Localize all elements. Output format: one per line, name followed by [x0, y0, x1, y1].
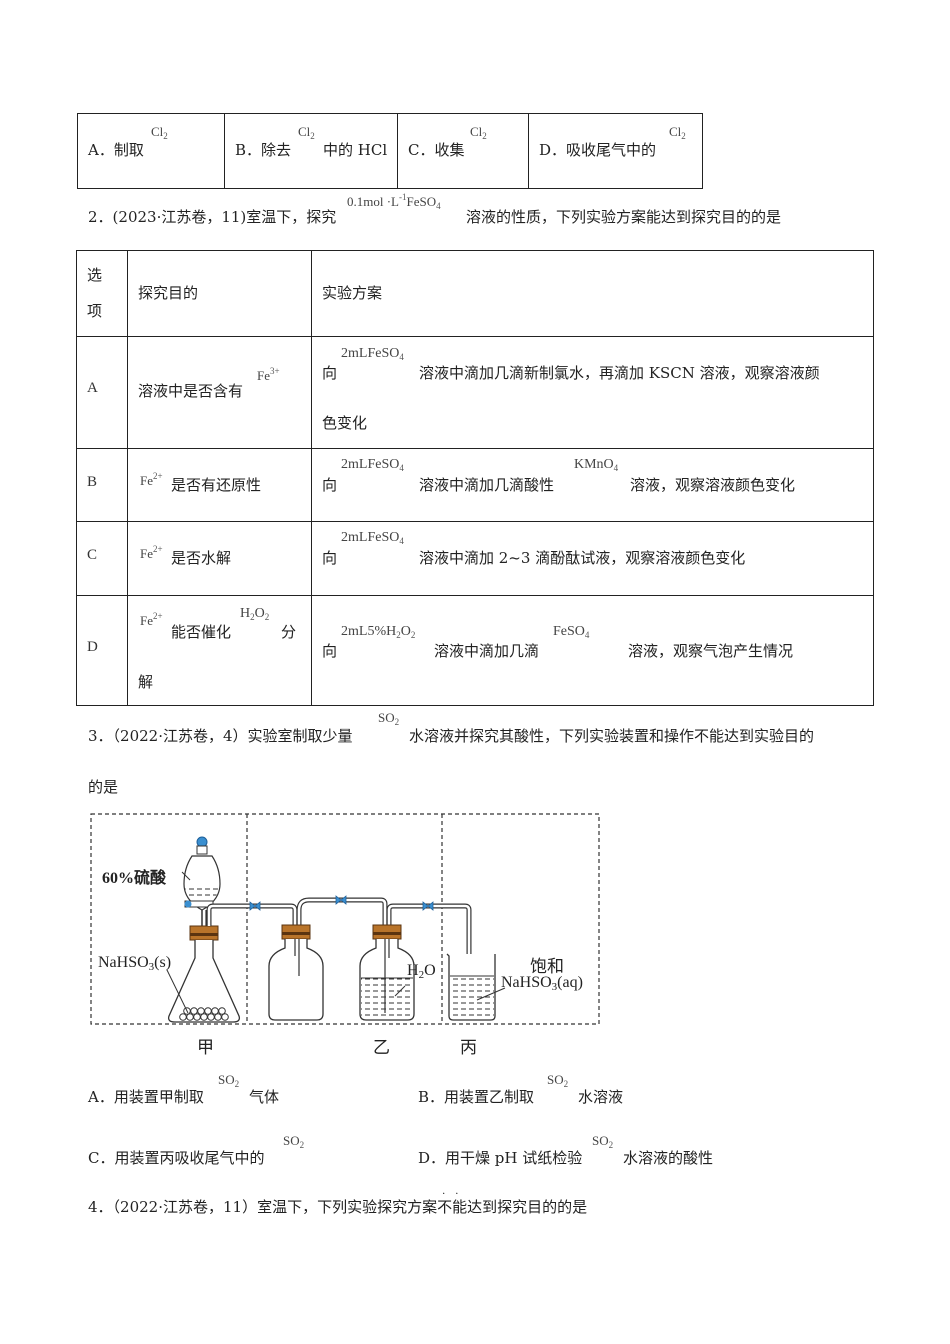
q1-option-c-chem: Cl2	[470, 123, 487, 141]
row-a-plan-text2: 色变化	[322, 413, 368, 432]
q3-option-d-chem: SO2	[592, 1133, 614, 1150]
row-d-plan-text: 溶液中滴加几滴	[434, 641, 540, 660]
row-b-plan-pre: 向	[322, 475, 338, 494]
q1-options-table: A．制取 Cl2 B．除去 Cl2 中的 HCl C．收集 Cl2 D．吸收尾气…	[77, 113, 703, 189]
row-d-plan-chem2: FeSO4	[553, 623, 590, 640]
q3-tail: 水溶液并探究其酸性，下列实验装置和操作不能达到实验目的	[409, 727, 815, 745]
q2-header-purpose: 探究目的	[138, 283, 199, 302]
row-d-purpose-end: 分	[281, 622, 297, 641]
table-row: D Fe2+ 能否催化 H2O2 分 解 向 2mL5%H2O2 溶液中滴加几滴…	[76, 595, 874, 706]
label-saturated: 饱和	[530, 957, 564, 976]
row-b-plan-chem2: KMnO4	[574, 456, 619, 473]
q3-lead: 3．（2022·江苏卷，4）实验室制取少量	[88, 727, 353, 745]
table-row: B Fe2+ 是否有还原性 向 2mLFeSO4 溶液中滴加几滴酸性 KMnO4…	[76, 448, 874, 522]
row-b-plan-text: 溶液中滴加几滴酸性	[419, 475, 555, 494]
row-b-label: B	[87, 473, 98, 490]
q3-option-b-post: 水溶液	[578, 1088, 624, 1106]
q1-option-a: A．制取 Cl2	[77, 113, 225, 189]
q2-header-option-2: 项	[87, 301, 103, 320]
q2-concentration: 0.1mol ·L-1FeSO4	[347, 192, 441, 211]
q3-option-c-chem: SO2	[283, 1133, 305, 1150]
row-b-ion: Fe2+	[140, 470, 163, 488]
q2-header-row: 选 项 探究目的 实验方案	[76, 250, 874, 337]
q1-option-b-after: 中的 HCl	[323, 140, 388, 159]
row-d-purpose: 能否催化	[171, 622, 232, 641]
row-d-plan-pre: 向	[322, 641, 338, 660]
q1-option-a-chem: Cl2	[151, 123, 168, 141]
q3-option-a-post: 气体	[249, 1088, 280, 1106]
row-d-h2o2: H2O2	[240, 605, 270, 622]
row-b-plan-text-end: 溶液，观察溶液颜色变化	[630, 475, 796, 494]
row-a-label: A	[87, 379, 98, 396]
q3-option-b: B．用装置乙制取	[418, 1088, 535, 1106]
q1-option-b-chem: Cl2	[298, 123, 315, 141]
label-nahso3-solid: NaHSO3(s)	[98, 954, 172, 973]
label-acid: 60%硫酸	[102, 870, 167, 887]
q4-stem: 4．（2022·江苏卷，11）室温下，下列实验探究方案不能··达到探究目的的是	[88, 1189, 588, 1217]
q1-option-d: D．吸收尾气中的 Cl2	[528, 113, 703, 189]
q3-line2: 的是	[88, 778, 119, 796]
q1-option-c-text: C．收集	[408, 140, 465, 159]
figure-frame	[90, 813, 600, 1025]
q2-header-option-1: 选	[87, 265, 103, 284]
q2-tail: 溶液的性质，下列实验方案能达到探究目的的是	[466, 208, 782, 226]
q2-table: 选 项 探究目的 实验方案 A 溶液中是否含有 Fe3+ 向 2mLFeSO4 …	[76, 250, 874, 706]
label-nahso3-aq: NaHSO3(aq)	[501, 974, 583, 993]
row-c-plan-chem: 2mLFeSO4	[341, 529, 404, 546]
q3-option-d: D．用干燥 pH 试纸检验	[418, 1149, 583, 1167]
q3-option-d-post: 水溶液的酸性	[623, 1149, 714, 1167]
q2-stem: 2．(2023·江苏卷，11)室温下，探究	[88, 206, 336, 227]
row-d-ion: Fe2+	[140, 610, 163, 628]
apparatus-jia	[166, 836, 291, 1023]
label-bing: 丙	[460, 1038, 477, 1058]
apparatus-yi-bottle-2	[359, 897, 465, 1021]
q2-header-plan: 实验方案	[322, 283, 383, 302]
table-row: C Fe2+ 是否水解 向 2mLFeSO4 溶液中滴加 2~3 滴酚酞试液，观…	[76, 521, 874, 596]
q4-tail: 达到探究目的的是	[467, 1198, 588, 1216]
table-row: A 溶液中是否含有 Fe3+ 向 2mLFeSO4 溶液中滴加几滴新制氯水，再滴…	[76, 336, 874, 449]
q3-option-a-chem: SO2	[218, 1072, 240, 1089]
q1-option-c: C．收集 Cl2	[397, 113, 529, 189]
q3-option-a: A．用装置甲制取	[88, 1088, 204, 1106]
q2-lead: 2．(2023·江苏卷，11)室温下，探究	[88, 208, 337, 226]
row-a-plan-text: 溶液中滴加几滴新制氯水，再滴加 KSCN 溶液，观察溶液颜	[419, 363, 820, 382]
label-yi: 乙	[373, 1038, 390, 1058]
q1-option-d-text: D．吸收尾气中的	[539, 140, 657, 159]
q3-option-b-chem: SO2	[547, 1072, 569, 1089]
q3-chem: SO2	[378, 710, 400, 727]
apparatus-figure	[90, 813, 600, 1025]
q1-option-b: B．除去 Cl2 中的 HCl	[224, 113, 398, 189]
q4-emphasis: 不能··	[437, 1189, 469, 1216]
row-a-plan-chem: 2mLFeSO4	[341, 345, 404, 362]
row-c-plan-text: 溶液中滴加 2~3 滴酚酞试液，观察溶液颜色变化	[419, 548, 746, 567]
row-c-plan-pre: 向	[322, 548, 338, 567]
row-d-plan-chem: 2mL5%H2O2	[341, 623, 416, 640]
q3-option-c: C．用装置丙吸收尾气中的	[88, 1149, 265, 1167]
row-d-label: D	[87, 638, 98, 655]
label-water: H2O	[407, 962, 436, 981]
q1-option-b-text: B．除去	[235, 140, 292, 159]
row-b-purpose: 是否有还原性	[171, 475, 262, 494]
row-c-purpose: 是否水解	[171, 548, 232, 567]
row-d-plan-text-end: 溶液，观察气泡产生情况	[628, 641, 794, 660]
q1-option-a-text: A．制取	[88, 140, 144, 159]
apparatus-bing-beaker	[446, 903, 506, 1021]
row-a-ion: Fe3+	[257, 365, 280, 383]
row-a-plan-pre: 向	[322, 363, 338, 382]
label-jia: 甲	[197, 1038, 214, 1058]
row-d-purpose-line2: 解	[138, 672, 154, 691]
tube-clamps	[249, 895, 434, 911]
row-c-ion: Fe2+	[140, 543, 163, 561]
row-c-label: C	[87, 546, 98, 563]
q1-option-d-chem: Cl2	[669, 123, 686, 141]
apparatus-yi-bottle-1	[268, 897, 381, 1021]
row-a-purpose: 溶液中是否含有	[138, 381, 244, 400]
row-b-plan-chem: 2mLFeSO4	[341, 456, 404, 473]
q4-lead: 4．（2022·江苏卷，11）室温下，下列实验探究方案	[88, 1198, 438, 1216]
